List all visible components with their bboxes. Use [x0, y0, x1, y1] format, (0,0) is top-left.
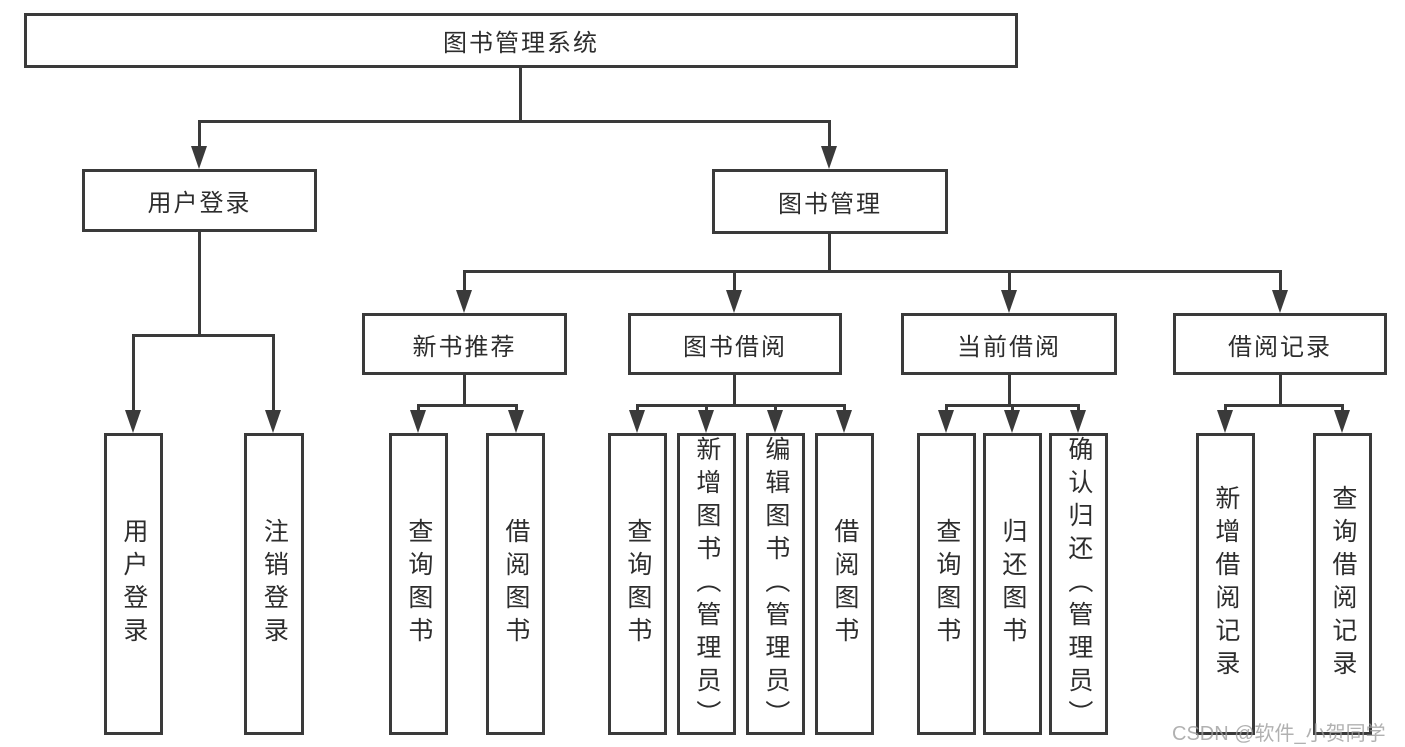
arrow-down-icon — [1272, 290, 1288, 313]
node-current-borrow: 当前借阅 — [901, 313, 1117, 375]
arrow-down-icon — [629, 410, 645, 433]
arrow-down-icon — [265, 410, 281, 433]
leaf-user-login: 用户登录 — [104, 433, 163, 735]
connector-sec1-stem — [463, 373, 466, 407]
arrow-down-icon — [1070, 410, 1086, 433]
leaf-edit-book-admin: 编辑图书（管理员） — [746, 433, 805, 735]
leaf-add-borrow-record: 新增借阅记录 — [1196, 433, 1255, 735]
connector-to-user-login — [198, 120, 201, 150]
arrow-down-icon — [938, 410, 954, 433]
arrow-down-icon — [1217, 410, 1233, 433]
leaf-label: 新增借阅记录 — [1211, 485, 1240, 683]
connector-to-current-borrow — [1008, 270, 1011, 294]
leaf-query-books-3: 查询图书 — [917, 433, 976, 735]
connector-to-book-borrow — [733, 270, 736, 294]
leaf-borrow-books-1: 借阅图书 — [486, 433, 545, 735]
connector-sec2-leaf1 — [636, 404, 639, 414]
connector-login-leaf2 — [272, 334, 275, 414]
arrow-down-icon — [1004, 410, 1020, 433]
leaf-logout: 注销登录 — [244, 433, 304, 735]
leaf-label: 借阅图书 — [830, 518, 859, 650]
connector-sec4-leaf1 — [1224, 404, 1227, 414]
connector-sec2-leaf4 — [843, 404, 846, 414]
leaf-add-book-admin: 新增图书（管理员） — [677, 433, 736, 735]
connector-sec3-leaf2 — [1011, 404, 1014, 414]
connector-sec4-leaf2 — [1341, 404, 1344, 414]
connector-sec4-stem — [1279, 373, 1282, 407]
leaf-label: 查询图书 — [623, 518, 652, 650]
arrow-down-icon — [410, 410, 426, 433]
leaf-label: 借阅图书 — [501, 518, 530, 650]
connector-sec2-leaf3 — [774, 404, 777, 414]
arrow-down-icon — [1334, 410, 1350, 433]
arrow-down-icon — [767, 410, 783, 433]
node-book-borrow: 图书借阅 — [628, 313, 842, 375]
connector-sec4-bus — [1224, 404, 1344, 407]
arrow-down-icon — [698, 410, 714, 433]
arrow-down-icon — [821, 146, 837, 169]
connector-sec1-bus — [417, 404, 518, 407]
connector-sec2-leaf2 — [705, 404, 708, 414]
leaf-confirm-return-admin: 确认归还（管理员） — [1049, 433, 1108, 735]
node-book-mgmt-branch: 图书管理 — [712, 169, 948, 234]
connector-login-bus — [132, 334, 275, 337]
leaf-label: 查询图书 — [404, 518, 433, 650]
leaf-label: 用户登录 — [119, 518, 148, 650]
connector-login-leaf1 — [132, 334, 135, 414]
arrow-down-icon — [508, 410, 524, 433]
connector-sec2-bus — [636, 404, 846, 407]
connector-mgmt-stem — [828, 232, 831, 273]
leaf-label: 查询借阅记录 — [1328, 485, 1357, 683]
node-borrow-records: 借阅记录 — [1173, 313, 1387, 375]
node-new-books: 新书推荐 — [362, 313, 567, 375]
leaf-label: 确认归还（管理员） — [1064, 436, 1093, 733]
connector-login-stem — [198, 230, 201, 337]
node-root: 图书管理系统 — [24, 13, 1018, 68]
arrow-down-icon — [726, 290, 742, 313]
node-user-login-branch: 用户登录 — [82, 169, 317, 232]
connector-sec2-stem — [733, 373, 736, 407]
arrow-down-icon — [456, 290, 472, 313]
connector-sec3-leaf3 — [1077, 404, 1080, 414]
leaf-query-borrow-record: 查询借阅记录 — [1313, 433, 1372, 735]
connector-root-stem — [519, 66, 522, 122]
leaf-borrow-books-2: 借阅图书 — [815, 433, 874, 735]
leaf-label: 编辑图书（管理员） — [761, 436, 790, 733]
leaf-label: 查询图书 — [932, 518, 961, 650]
leaf-label: 归还图书 — [998, 518, 1027, 650]
connector-root-bus — [198, 120, 831, 123]
connector-to-borrow-records — [1279, 270, 1282, 294]
connector-sec1-leaf1 — [417, 404, 420, 414]
csdn-watermark: CSDN @软件_小贺同学 — [1172, 723, 1386, 745]
arrow-down-icon — [191, 146, 207, 169]
arrow-down-icon — [125, 410, 141, 433]
connector-sec1-leaf2 — [515, 404, 518, 414]
arrow-down-icon — [836, 410, 852, 433]
leaf-return-book: 归还图书 — [983, 433, 1042, 735]
connector-to-book-mgmt — [828, 120, 831, 150]
arrow-down-icon — [1001, 290, 1017, 313]
connector-to-new-books — [463, 270, 466, 294]
leaf-query-books-2: 查询图书 — [608, 433, 667, 735]
leaf-query-books-1: 查询图书 — [389, 433, 448, 735]
connector-mgmt-bus — [465, 270, 1281, 273]
leaf-label: 新增图书（管理员） — [692, 436, 721, 733]
connector-sec3-leaf1 — [945, 404, 948, 414]
leaf-label: 注销登录 — [260, 518, 289, 650]
connector-sec3-stem — [1008, 373, 1011, 407]
